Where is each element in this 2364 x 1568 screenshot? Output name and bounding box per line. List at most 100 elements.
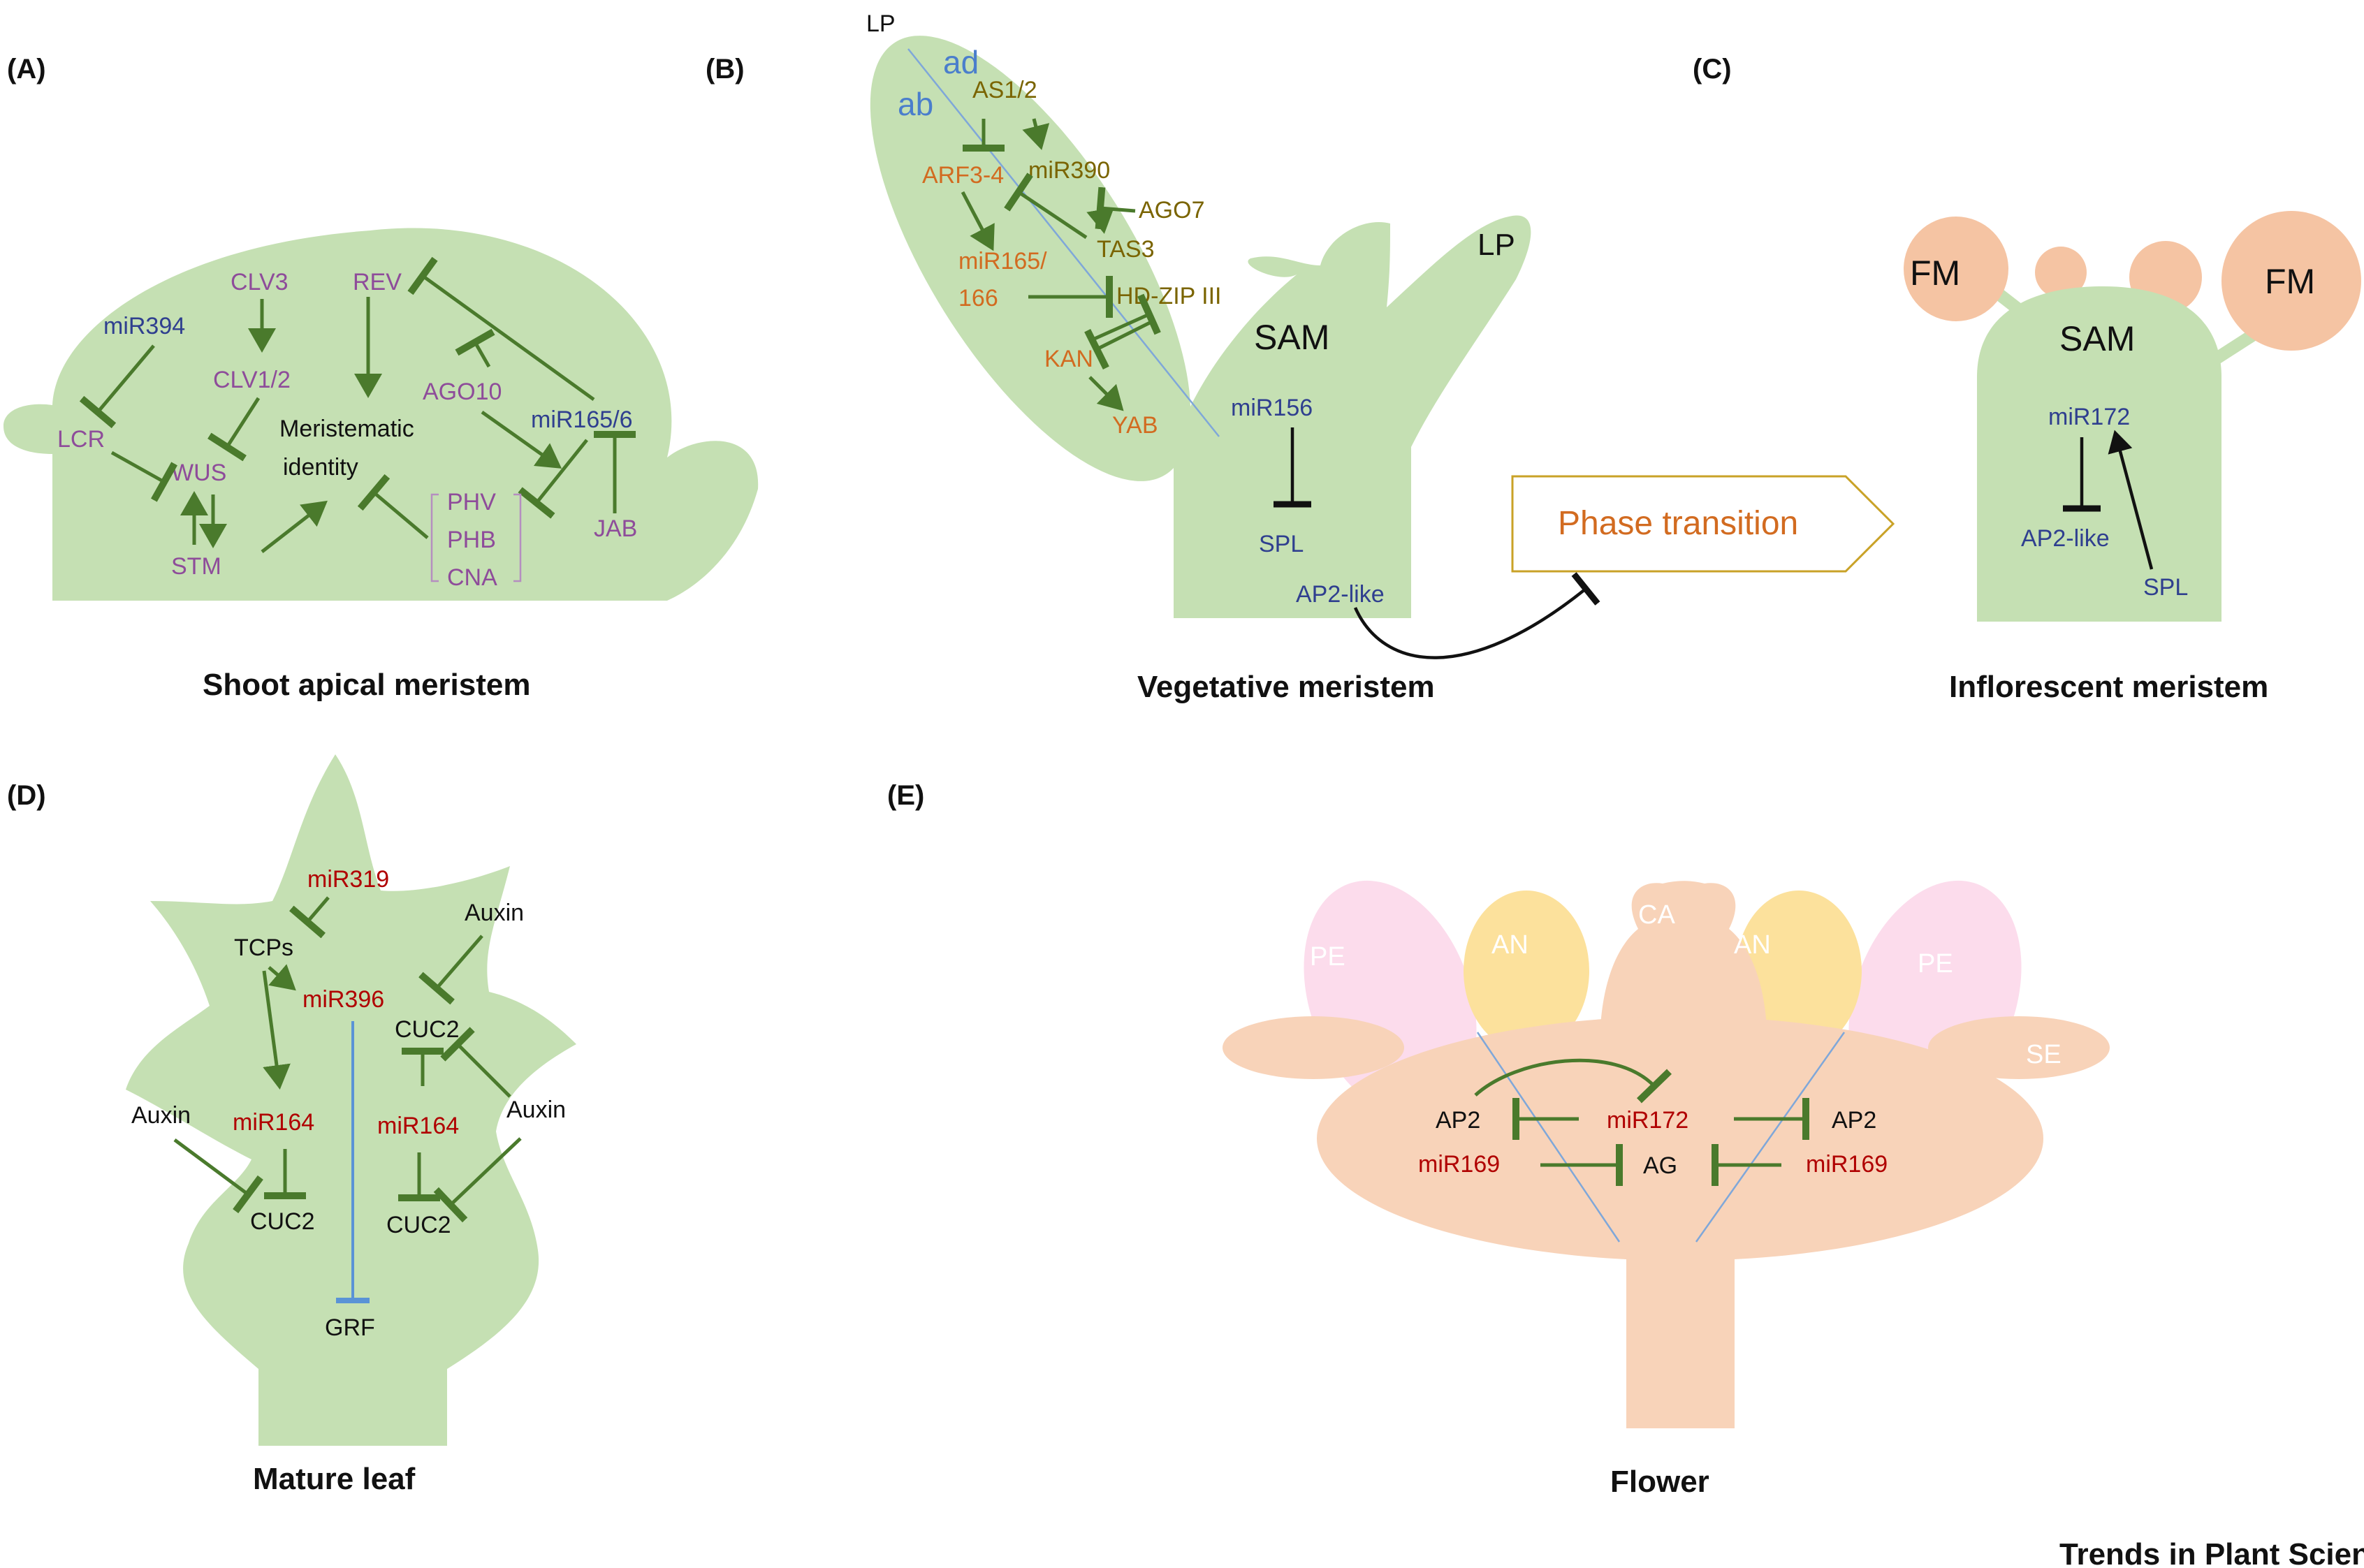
auxin-label-2: Auxin — [131, 1102, 191, 1129]
phv-label: PHV — [447, 489, 496, 515]
cuc2-label-a: CUC2 — [395, 1016, 460, 1043]
phase-transition-box: Phase transition — [1511, 475, 1895, 573]
ad-label: ad — [943, 44, 979, 80]
tas3-label: TAS3 — [1097, 236, 1155, 263]
panel-b: (B) LP LP ad ab AS1/2 ARF3-4 miR390 AGO7… — [706, 10, 1895, 704]
auxin-label-3: Auxin — [506, 1097, 566, 1123]
sam-inflo-label: SAM — [2059, 319, 2135, 358]
sam-veg-shape — [1174, 215, 1531, 618]
cuc2-label-c: CUC2 — [386, 1212, 451, 1238]
ap2like-label-c: AP2-like — [2021, 525, 2110, 552]
ag-label: AG — [1643, 1152, 1677, 1179]
fm-label-1: FM — [1910, 254, 1960, 293]
lp-label-2: LP — [1478, 228, 1515, 262]
journal-credit: Trends in Plant Science — [2059, 1537, 2364, 1568]
auxin-label-1: Auxin — [465, 900, 524, 926]
meristematic-label: Meristematic — [279, 416, 414, 442]
panel-e-edges — [1474, 1058, 1809, 1186]
panel-b-tag: (B) — [706, 54, 745, 85]
wus-label: WUS — [171, 460, 226, 486]
mir156-label: miR156 — [1231, 395, 1313, 421]
mir165-label-b: 166 — [958, 285, 998, 312]
hdzip-label: HD-ZIP III — [1116, 283, 1222, 309]
floral-primordium-small — [2035, 247, 2087, 298]
carpel — [1600, 881, 1767, 1048]
panel-b-edges — [961, 118, 1600, 659]
mir394-label: miR394 — [103, 313, 185, 339]
panel-c-tag: (C) — [1693, 54, 1732, 85]
clv12-label: CLV1/2 — [213, 367, 291, 393]
spl-label: SPL — [1259, 531, 1304, 557]
arf34-label: ARF3-4 — [922, 162, 1004, 189]
ca-label: CA — [1638, 900, 1675, 930]
mir172-label-e: miR172 — [1607, 1107, 1688, 1134]
panel-e-title: Flower — [1610, 1465, 1709, 1499]
ap2-label-b: AP2 — [1832, 1107, 1876, 1134]
cna-label: CNA — [447, 564, 497, 591]
anther-right — [1736, 891, 1862, 1051]
receptacle — [1317, 1016, 2043, 1261]
panel-d-tag: (D) — [7, 780, 46, 811]
leaf-primordium-shape — [870, 36, 1191, 481]
panel-d-edges — [173, 896, 522, 1303]
as12-label: AS1/2 — [972, 77, 1037, 103]
mir164-label-b: miR164 — [377, 1113, 459, 1139]
mir172-label: miR172 — [2048, 404, 2130, 430]
mir169-label-b: miR169 — [1806, 1151, 1888, 1178]
pe-label-2: PE — [1918, 949, 1953, 979]
inflorescence-meristem-shape — [1977, 286, 2221, 622]
anther-left — [1464, 891, 1589, 1051]
ad-ab-boundary — [907, 48, 1220, 437]
panel-a: (A) Shoot apical meristem miR394 CLV3 RE… — [3, 54, 759, 702]
mir164-label-a: miR164 — [233, 1109, 314, 1136]
clv3-label: CLV3 — [231, 269, 289, 295]
panel-d: (D) miR319 Auxin TCPs miR396 CUC2 Auxin … — [7, 754, 576, 1496]
lcr-label: LCR — [57, 426, 105, 453]
mir396-label: miR396 — [302, 986, 384, 1013]
an-label-1: AN — [1491, 930, 1528, 960]
sam-veg-label: SAM — [1254, 318, 1329, 357]
floral-meristem-right — [2221, 211, 2361, 351]
mir390-label: miR390 — [1028, 157, 1110, 184]
phb-label: PHB — [447, 527, 496, 553]
mir165-label-a: miR165/ — [958, 248, 1047, 274]
mir1656-label: miR165/6 — [531, 406, 633, 433]
sepal-left — [1223, 1016, 1404, 1079]
spl-label-c: SPL — [2143, 574, 2188, 601]
stm-label: STM — [171, 553, 221, 580]
ap2-label-a: AP2 — [1436, 1107, 1480, 1134]
sepal-right — [1928, 1016, 2110, 1079]
panel-b-title: Vegetative meristem — [1137, 670, 1435, 704]
tcps-label: TCPs — [234, 935, 293, 961]
panel-c: (C) FM FM SAM miR172 AP2-like SPL Inflor… — [1693, 54, 2361, 704]
cuc2-label-b: CUC2 — [250, 1208, 315, 1235]
jab-label: JAB — [594, 515, 637, 542]
kan-label: KAN — [1044, 346, 1093, 372]
grf-label: GRF — [325, 1314, 375, 1341]
panel-c-edges — [2063, 430, 2154, 570]
whorl-boundary-right — [1695, 1032, 1846, 1243]
lp-label-1: LP — [866, 10, 896, 37]
panel-a-title: Shoot apical meristem — [203, 668, 530, 702]
panel-e-tag: (E) — [887, 780, 924, 811]
leaf-shape — [126, 754, 576, 1446]
panel-a-edges — [79, 256, 636, 582]
ab-label: ab — [898, 86, 933, 122]
ago7-label: AGO7 — [1139, 197, 1204, 224]
fm-label-2: FM — [2265, 262, 2315, 301]
panel-d-title: Mature leaf — [253, 1462, 416, 1496]
pe-label-1: PE — [1310, 942, 1345, 972]
rev-label: REV — [353, 269, 402, 295]
ago10-label: AGO10 — [423, 379, 502, 405]
ap2like-label: AP2-like — [1296, 581, 1385, 608]
an-label-2: AN — [1734, 930, 1771, 960]
whorl-boundary-left — [1476, 1032, 1621, 1243]
mir319-label: miR319 — [307, 866, 389, 893]
phase-transition-label: Phase transition — [1558, 505, 1798, 542]
floral-meristem-left — [1904, 217, 2008, 321]
panel-a-tag: (A) — [7, 54, 46, 85]
panel-c-title: Inflorescent meristem — [1949, 670, 2268, 704]
yab-label: YAB — [1112, 412, 1158, 439]
pedicel — [1626, 1229, 1735, 1428]
